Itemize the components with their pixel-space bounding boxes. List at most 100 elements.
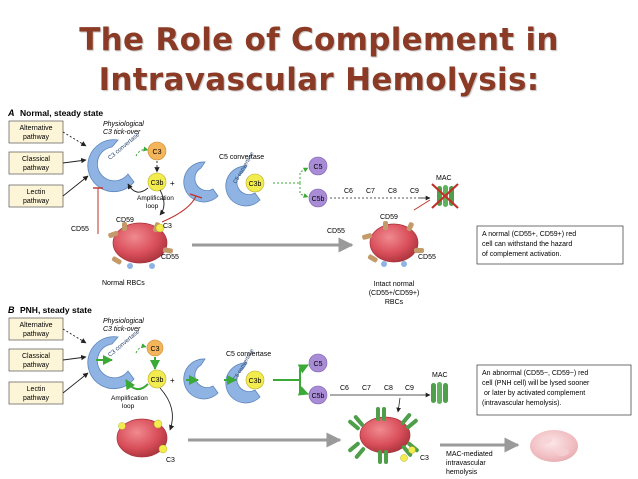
classical-pathway-word2-b: pathway (23, 362, 50, 369)
intact-caption-1: Intact normal (374, 281, 415, 288)
c5-arrow (299, 167, 309, 183)
c3-molecule (147, 141, 167, 161)
alt-pathway-arrow-b (62, 328, 87, 344)
alternative-pathway-box: Alternative pathway (8, 120, 64, 144)
c5b-arrow (299, 183, 309, 198)
amplification-b-line2: loop (122, 403, 135, 410)
title-line-1: The Role of Complement in (79, 22, 559, 58)
intact-cd59-label: CD59 (380, 214, 398, 221)
lectin-pathway-word: Lectin (27, 189, 46, 196)
normal-rbc-caption: Normal RBCs (102, 280, 145, 287)
note-a-line3: of complement activation. (482, 251, 561, 258)
lectin-pathway-arrow (62, 175, 89, 197)
chain-b-c7: C7 (362, 385, 371, 392)
rbc-cd55-right-label: CD55 (161, 254, 179, 261)
pnh-rbc-c3-label: C3 (166, 457, 175, 464)
rbc-cd55-left-label: CD55 (71, 226, 89, 233)
c5b-label-b: C5b (312, 393, 325, 400)
amplification-arrow-b (125, 379, 149, 391)
plus-sign: + (170, 179, 175, 188)
classical-pathway-word2: pathway (23, 165, 50, 172)
classical-pathway-word-b: Classical (22, 353, 50, 360)
mac-to-rbc-arrow (396, 397, 401, 413)
note-b-line2: cell (PNH cell) will be lysed sooner (482, 380, 590, 387)
note-box-a (476, 225, 624, 265)
terminal-chain-b: C6 C7 C8 C9 (330, 385, 431, 413)
lysis-caption-3: hemolysis (446, 469, 478, 476)
classical-pathway-arrow-b (62, 354, 87, 361)
c3-arrow-b (135, 343, 147, 354)
c3b-to-rbc-arrow-b (159, 387, 175, 431)
chain-b-c9: C9 (405, 385, 414, 392)
tickover-b-line2: C3 tick-over (103, 326, 141, 333)
c5-label: C5 (314, 164, 323, 171)
mac-blocked-x (431, 183, 459, 209)
panel-a-normal: A Normal, steady state Alternative pathw… (7, 108, 624, 306)
c3-molecule-b (146, 339, 164, 357)
alternative-pathway-box-b: Alternative pathway (8, 317, 64, 341)
amplification-line1: Amplification (137, 195, 174, 202)
classical-pathway-word: Classical (22, 156, 50, 163)
intact-caption-2: (CD55+/CD59+) (369, 290, 420, 297)
lectin-pathway-word2-b: pathway (23, 395, 50, 402)
lysing-rbc-c3-label: C3 (420, 455, 429, 462)
rbc-cd59-label: CD59 (116, 217, 134, 224)
lectin-pathway-word2: pathway (23, 198, 50, 205)
lectin-pathway-arrow-b (62, 372, 89, 394)
plus-sign-b: + (170, 376, 175, 385)
amplification-b-line1: Amplification (111, 395, 148, 402)
amplification-arrow (127, 183, 149, 193)
note-b-line4: (intravascular hemolysis). (482, 400, 561, 407)
c5-convertase-shape (225, 165, 261, 207)
cd55-inhibit-bar-2 (189, 193, 203, 199)
chain-b-c8: C8 (384, 385, 393, 392)
c3b-bound-molecule-b (245, 370, 265, 390)
chain-c9: C9 (410, 188, 419, 195)
tickover-b-line1: Physiological (103, 318, 144, 325)
panel-a-letter: A (7, 108, 15, 118)
alt-pathway-word2-b: pathway (23, 331, 50, 338)
c3b-bound-label: C3b (249, 181, 262, 188)
c5-molecule-b (308, 353, 328, 373)
panel-b-pnh: B PNH, steady state Alternative pathway … (8, 305, 632, 476)
note-a-line2: cell can withstand the hazard (482, 241, 572, 248)
lysing-rbc (348, 407, 419, 464)
chain-c6: C6 (344, 188, 353, 195)
c3b-molecule (147, 172, 167, 192)
alt-pathway-word: Alternative (19, 125, 52, 132)
intact-cd55-left-label: CD55 (327, 228, 345, 235)
c3b-molecule-b (147, 369, 167, 389)
chain-c8: C8 (388, 188, 397, 195)
c5-convertase-label-b: C5 convertase (226, 351, 271, 358)
c3b-bound-molecule (245, 173, 265, 193)
mac-label-b: MAC (432, 372, 448, 379)
lysed-ghost-cell (530, 430, 578, 462)
pnh-rbc (116, 418, 168, 458)
classical-pathway-arrow (62, 157, 87, 164)
c5b-molecule (308, 188, 328, 208)
c3-arrow (135, 146, 149, 157)
c5-arrow-b (297, 364, 309, 380)
c5b-molecule-b (308, 385, 328, 405)
alt-pathway-arrow (62, 131, 87, 147)
chain-c7: C7 (366, 188, 375, 195)
cd55-inhibit-line-2 (161, 195, 197, 223)
classical-pathway-box-b: Classical pathway (8, 348, 64, 372)
lysis-caption-1: MAC-mediated (446, 451, 493, 458)
lysis-caption-2: intravascular (446, 460, 486, 467)
alt-pathway-word2: pathway (23, 134, 50, 141)
note-b-line3: or later by activated complement (484, 390, 585, 397)
panel-b-heading: PNH, steady state (20, 305, 92, 315)
normal-rbc (108, 222, 173, 269)
amplification-line2: loop (146, 203, 159, 210)
chain-b-c6: C6 (340, 385, 349, 392)
classical-pathway-box: Classical pathway (8, 151, 64, 175)
cd59-inhibit-line (413, 199, 431, 211)
panel-b-letter: B (8, 305, 15, 315)
lectin-pathway-box: Lectin pathway (8, 184, 64, 208)
c5-molecule (308, 156, 328, 176)
note-box-b (476, 364, 632, 416)
c5-label-b: C5 (314, 361, 323, 368)
